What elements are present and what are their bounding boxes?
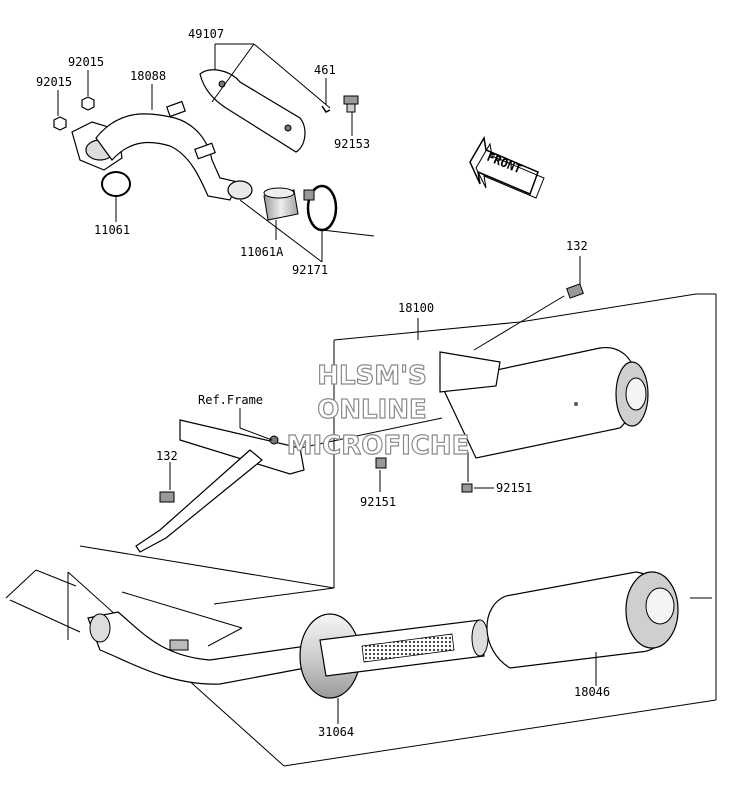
watermark-line-1: HLSM'S: [317, 361, 427, 391]
label-49107[interactable]: 49107: [188, 27, 224, 41]
bolt-132-top: [566, 283, 584, 299]
label-18088[interactable]: 18088: [130, 69, 166, 83]
label-132-frame[interactable]: 132: [156, 449, 178, 463]
label-92015-a[interactable]: 92015: [68, 55, 104, 69]
bolt-92151-a: [375, 457, 387, 469]
label-92015-b[interactable]: 92015: [36, 75, 72, 89]
assembly-outline: [67, 293, 717, 767]
label-11061A[interactable]: 11061A: [240, 245, 284, 259]
muffler-body-18046: [486, 571, 679, 669]
clip-461: [321, 105, 331, 113]
label-ref-frame: Ref.Frame: [198, 393, 263, 407]
watermark-line-3: MICROFICHE: [287, 431, 470, 461]
bolt-92151-b: [461, 483, 473, 493]
label-92151-a[interactable]: 92151: [360, 495, 396, 509]
clamp-92171: [303, 184, 338, 232]
watermark-line-2: ONLINE: [317, 395, 427, 425]
bottom-leaders: [5, 569, 712, 724]
label-92153[interactable]: 92153: [334, 137, 370, 151]
watermark: HLSM'S ONLINE MICROFICHE: [286, 360, 470, 461]
label-18100[interactable]: 18100: [398, 301, 434, 315]
ref-frame: [135, 419, 305, 553]
label-31064[interactable]: 31064: [318, 725, 354, 739]
spark-arrestor-31064: [299, 613, 489, 699]
label-11061[interactable]: 11061: [94, 223, 130, 237]
gasket-11061: [101, 171, 131, 197]
nut-92015-a: [81, 96, 95, 111]
label-92171[interactable]: 92171: [292, 263, 328, 277]
heat-guard-49107: [199, 69, 306, 153]
label-461[interactable]: 461: [314, 63, 336, 77]
part-number-labels: 49107 92015 92015 18088 461 92153 11061 …: [36, 27, 610, 739]
header-pipe-18088: [71, 100, 253, 201]
label-132-top[interactable]: 132: [566, 239, 588, 253]
label-92151-b[interactable]: 92151: [496, 481, 532, 495]
front-arrow-icon: FRONT: [469, 135, 545, 199]
bolt-92153: [343, 95, 359, 113]
link-pipe: [87, 611, 317, 685]
muffler-18100: [439, 347, 649, 459]
middle-leaders: [169, 256, 581, 492]
top-leaders: [57, 43, 375, 263]
gasket-11061A: [263, 187, 299, 221]
label-18046[interactable]: 18046: [574, 685, 610, 699]
nut-92015-b: [53, 116, 67, 131]
